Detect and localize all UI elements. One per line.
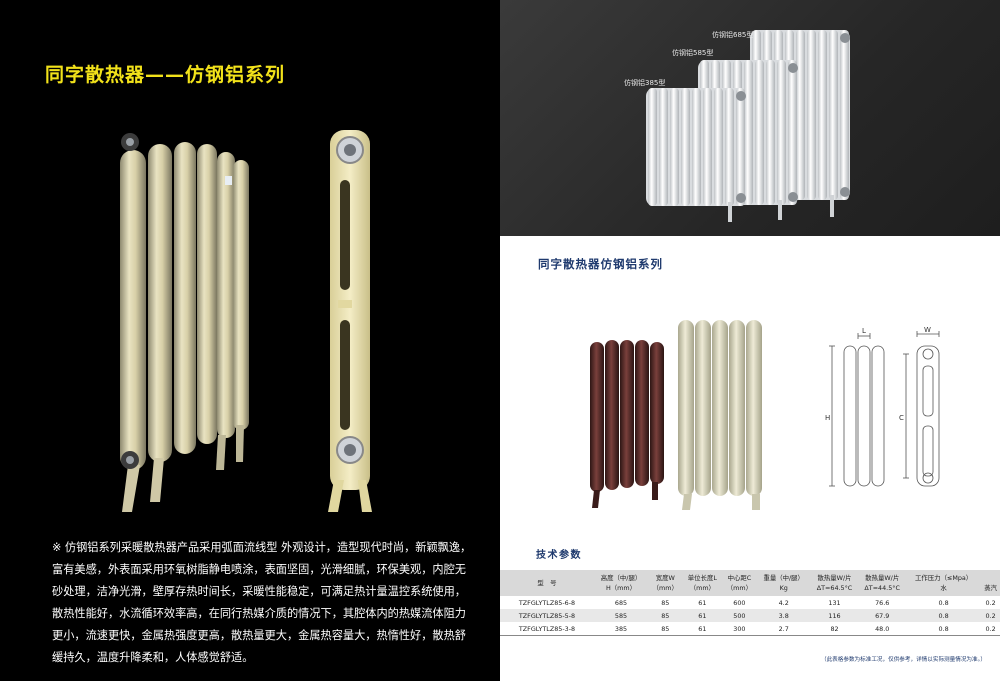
table-cell: 82 bbox=[810, 622, 859, 636]
table-cell: 600 bbox=[733, 598, 746, 607]
col-weight: 重量（中/腿）Kg bbox=[763, 574, 804, 592]
model-label-685: 仿钢铝685型 bbox=[712, 31, 754, 39]
model-label-585: 仿钢铝585型 bbox=[672, 49, 714, 57]
spec-table: 型 号 高度（中/腿）H（mm） 宽度W（mm） 单位长度L（mm） 中心距C（… bbox=[500, 570, 1000, 636]
col-pressure-steam: 蒸汽 bbox=[984, 584, 997, 592]
table-cell: 3.8 bbox=[778, 611, 789, 620]
model-label-385: 仿钢铝385型 bbox=[624, 79, 666, 87]
table-cell: 85 bbox=[661, 611, 670, 620]
table-cell: 385 bbox=[594, 622, 648, 636]
table-cell: 116 bbox=[828, 611, 841, 620]
table-cell: 0.2 bbox=[981, 622, 1000, 636]
table-cell: 0.2 bbox=[985, 611, 996, 620]
left-title: 同字散热器——仿钢铝系列 bbox=[45, 64, 286, 86]
product-description: ※ 仿钢铝系列采暖散热器产品采用弧面流线型 外观设计，造型现代时尚，新颖飘逸，富… bbox=[52, 541, 472, 664]
cream-radiator-photo bbox=[120, 130, 372, 512]
table-cell: 48.0 bbox=[858, 622, 907, 636]
table-cell: 0.8 bbox=[938, 611, 949, 620]
table-cell: 500 bbox=[733, 611, 746, 620]
dim-label-w: W bbox=[924, 326, 931, 334]
right-top-panel: 仿钢铝685型 仿钢铝585型 仿钢铝385型 bbox=[500, 0, 1000, 236]
table-cell: TZFGLYTLZ85-5-8 bbox=[518, 611, 576, 620]
table-cell: 2.7 bbox=[756, 622, 811, 636]
col-model: 型 号 bbox=[537, 579, 557, 587]
table-cell: TZFGLYTLZ85-3-8 bbox=[500, 622, 594, 636]
table-cell: 0.2 bbox=[985, 598, 996, 607]
dim-label-h: H bbox=[825, 414, 830, 422]
table-cell: 0.8 bbox=[938, 598, 949, 607]
col-center-distance: 中心距C（mm） bbox=[726, 574, 753, 592]
table-cell: 61 bbox=[698, 611, 707, 620]
table-cell: 76.6 bbox=[875, 598, 890, 607]
table-cell: 685 bbox=[614, 598, 628, 607]
table-row: TZFGLYTLZ85-6-8 685 85 61 600 4.2 131 76… bbox=[500, 596, 1000, 609]
table-cell: 85 bbox=[661, 598, 670, 607]
left-panel: 同字散热器——仿钢铝系列 bbox=[45, 64, 472, 664]
series-title: 同字散热器仿钢铝系列 bbox=[538, 257, 663, 271]
col-pressure-water: 工作压力（≤Mpa）水 bbox=[915, 574, 973, 592]
table-row: TZFGLYTLZ85-5-8 585 85 61 500 3.8 116 67… bbox=[500, 609, 1000, 622]
table-cell: 585 bbox=[614, 611, 628, 620]
right-bottom-panel: 同字散热器仿钢铝系列 bbox=[500, 236, 1000, 681]
dim-label-l: L bbox=[862, 327, 866, 335]
table-cell: 61 bbox=[698, 598, 707, 607]
color-radiators-photo bbox=[590, 320, 762, 510]
col-unit-length: 单位长度L（mm） bbox=[687, 574, 717, 592]
table-cell: 85 bbox=[647, 622, 683, 636]
table-cell: 67.9 bbox=[875, 611, 890, 620]
table-cell: 4.2 bbox=[778, 598, 789, 607]
dimension-diagram: H L W C bbox=[825, 326, 940, 487]
table-cell: 131 bbox=[828, 598, 841, 607]
spec-table-header: 型 号 高度（中/腿）H（mm） 宽度W（mm） 单位长度L（mm） 中心距C（… bbox=[500, 570, 1000, 596]
table-footnote: （此表格参数为标准工况，仅供参考，详情以实际测量情况为准。） bbox=[820, 657, 986, 663]
radiator-series-photo bbox=[646, 30, 850, 222]
dim-label-c: C bbox=[899, 414, 904, 422]
col-width: 宽度W（mm） bbox=[652, 574, 678, 592]
col-height: 高度（中/腿）H（mm） bbox=[600, 574, 642, 592]
tech-params-title: 技术参数 bbox=[536, 550, 582, 561]
table-cell: 61 bbox=[682, 622, 723, 636]
table-cell: 300 bbox=[722, 622, 757, 636]
table-row: TZFGLYTLZ85-3-8 385 85 61 300 2.7 82 48.… bbox=[500, 622, 1000, 636]
table-cell: TZFGLYTLZ85-6-8 bbox=[518, 598, 576, 607]
table-cell: 0.8 bbox=[906, 622, 982, 636]
